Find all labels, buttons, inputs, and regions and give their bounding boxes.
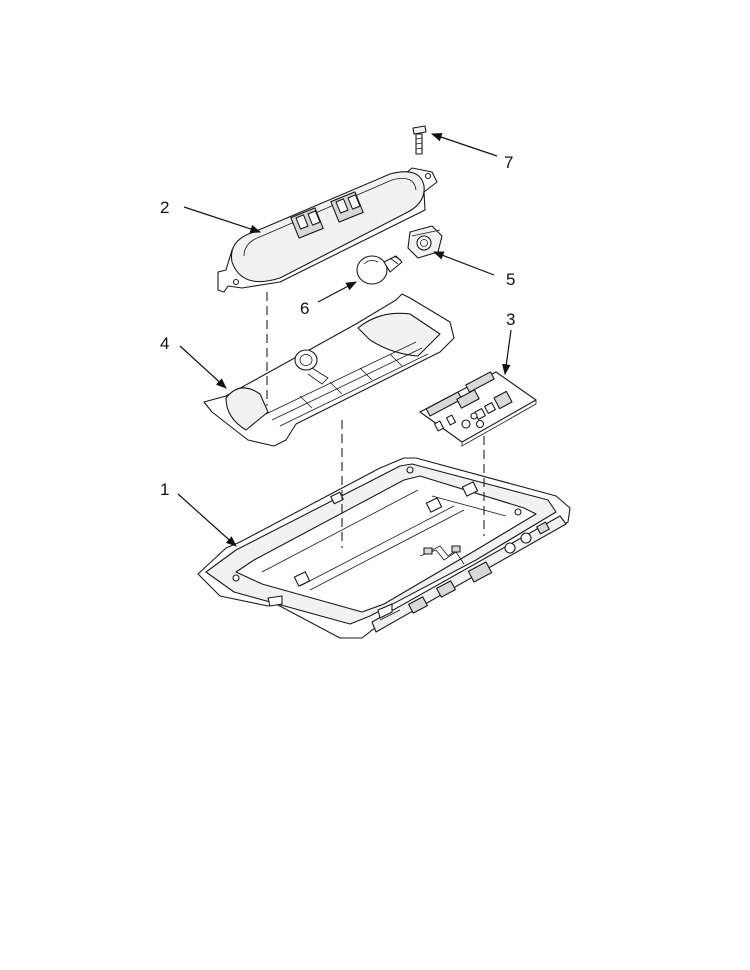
screw-part[interactable] bbox=[412, 125, 427, 155]
callout-4: 4 bbox=[160, 334, 169, 353]
leader-6 bbox=[317, 281, 357, 303]
housing-base-part[interactable] bbox=[197, 457, 571, 639]
lamp-socket-part[interactable] bbox=[407, 225, 443, 259]
callout-5: 5 bbox=[506, 270, 515, 289]
callout-7: 7 bbox=[504, 153, 513, 172]
control-board-part[interactable] bbox=[419, 371, 537, 447]
light-housing-part[interactable] bbox=[217, 167, 438, 293]
leader-4 bbox=[179, 345, 227, 389]
callout-6: 6 bbox=[300, 299, 309, 318]
light-shield-part[interactable] bbox=[203, 293, 455, 447]
light-bulb-part[interactable] bbox=[356, 255, 403, 285]
callout-3: 3 bbox=[506, 310, 515, 329]
leader-arrows bbox=[177, 133, 512, 547]
leader-3 bbox=[502, 329, 512, 376]
alignment-lines bbox=[266, 292, 485, 548]
callout-labels: 7 2 5 6 3 4 1 bbox=[160, 153, 515, 499]
leader-2 bbox=[183, 206, 262, 234]
callout-1: 1 bbox=[160, 480, 169, 499]
callout-2: 2 bbox=[160, 198, 169, 217]
leader-1 bbox=[177, 493, 237, 547]
leader-5 bbox=[432, 251, 495, 276]
leader-7 bbox=[430, 133, 498, 157]
